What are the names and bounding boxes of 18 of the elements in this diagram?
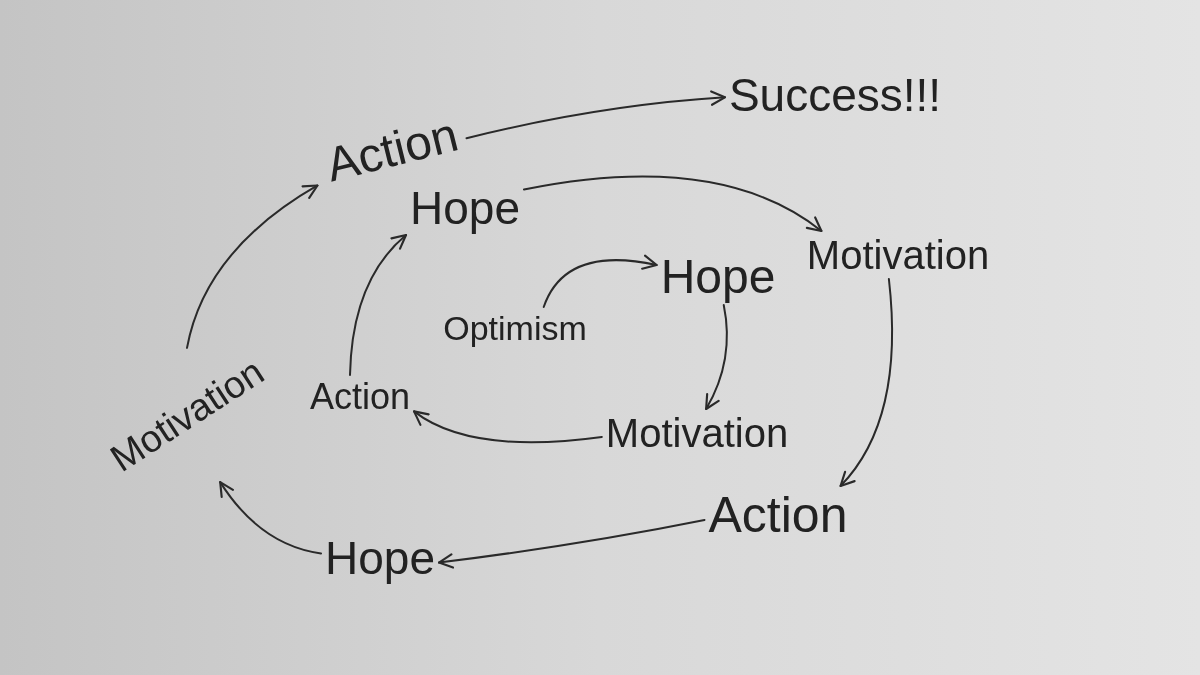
- arrow: [219, 481, 322, 555]
- arrow: [465, 90, 726, 140]
- arrow: [437, 519, 706, 569]
- arrow: [839, 278, 893, 488]
- handwritten-word: Optimism: [443, 311, 587, 345]
- handwritten-word: Motivation: [605, 413, 789, 453]
- handwritten-word: Action: [309, 379, 411, 415]
- handwritten-word: Success!!!: [728, 72, 942, 118]
- handwritten-word: Action: [321, 110, 463, 190]
- arrow: [412, 410, 603, 444]
- handwritten-word: Motivation: [806, 235, 990, 275]
- arrow: [542, 254, 658, 308]
- arrow: [705, 304, 728, 411]
- handwritten-word: Hope: [660, 253, 776, 301]
- arrow: [186, 184, 319, 349]
- arrow: [349, 233, 408, 376]
- arrow: [523, 175, 823, 233]
- handwritten-word: Action: [708, 490, 848, 540]
